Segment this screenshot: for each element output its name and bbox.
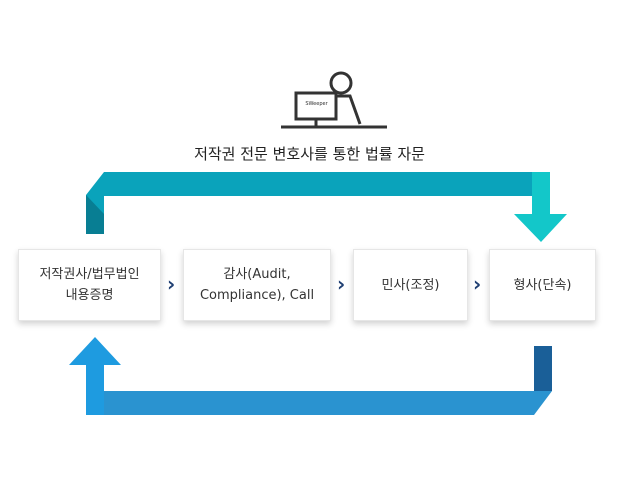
step-criminal-label: 형사(단속) — [513, 277, 572, 293]
step-notice-line-2: 내용증명 — [65, 288, 114, 303]
top-feedback-band — [86, 172, 532, 196]
step-notice-box: 저작권사/법무법인 내용증명 — [18, 249, 161, 321]
down-arrow-icon — [514, 172, 567, 242]
step-criminal-box: 형사(단속) — [489, 249, 596, 321]
bottom-feedback-band — [104, 391, 552, 415]
person-at-computer-icon — [281, 71, 387, 129]
step-audit-line-2: Compliance), Call — [199, 288, 315, 303]
top-band-left-leg-shade — [86, 195, 104, 234]
step-civil-box: 민사(조정) — [353, 249, 468, 321]
chevron-right-icon: › — [167, 272, 176, 296]
chevron-right-icon: › — [337, 272, 346, 296]
step-civil-label: 민사(조정) — [381, 277, 440, 293]
step-notice-line-1: 저작권사/법무법인 — [39, 267, 140, 282]
up-arrow-icon — [69, 337, 121, 415]
diagram-title: 저작권 전문 변호사를 통한 법률 자문 — [194, 145, 425, 163]
chevron-right-icon: › — [473, 272, 482, 296]
step-audit-box: 감사(Audit, Compliance), Call — [183, 249, 331, 321]
monitor-label: SWeeper — [305, 101, 328, 107]
bottom-band-right-leg — [534, 346, 552, 391]
step-audit-line-1: 감사(Audit, — [223, 267, 291, 282]
